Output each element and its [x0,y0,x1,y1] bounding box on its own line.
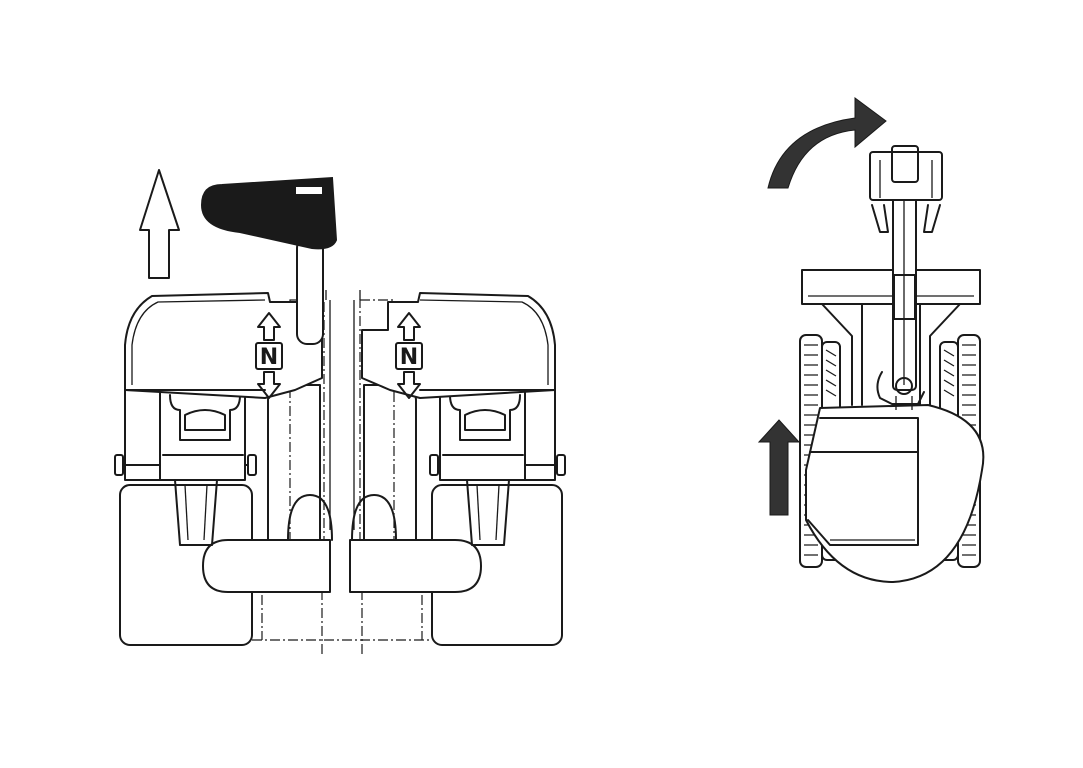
pedals [202,539,482,593]
front-blade [801,269,981,406]
travel-lever-icon [200,176,338,345]
left-neutral-label: N [260,345,278,370]
machine-top-view [757,97,985,583]
left-pedal-bracket [114,389,257,546]
left-pedal [202,539,331,593]
upper-structure [805,404,985,583]
left-cover [124,292,323,399]
right-cover [361,292,556,399]
upper-covers [124,290,556,399]
curved-right-arrow-icon [767,97,887,189]
right-pedal [349,539,482,593]
left-direction-decal: N [255,312,283,399]
panel-center-mechanism [267,299,417,541]
hollow-up-arrow-icon [139,169,180,279]
solid-up-arrow-icon [757,419,801,516]
right-pedal-bracket [429,389,566,546]
right-neutral-label: N [400,345,418,370]
travel-control-panel: N N [114,169,566,655]
right-direction-decal: N [395,312,423,399]
bucket-attachment [869,145,943,233]
